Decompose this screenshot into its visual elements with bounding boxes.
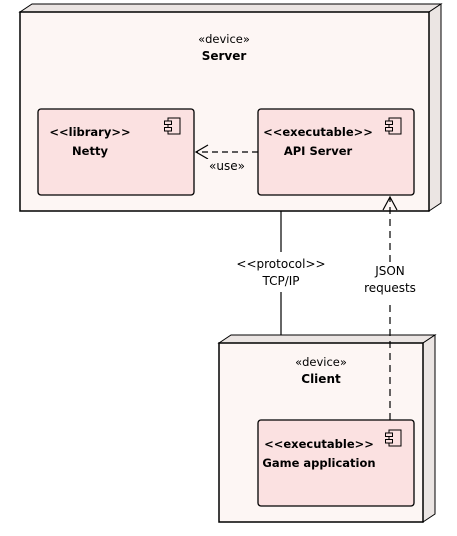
json-requests-arrow xyxy=(382,195,398,420)
api-server-stereotype: <<executable>> xyxy=(263,125,373,139)
game-name: Game application xyxy=(262,456,376,470)
component-icon xyxy=(385,429,402,447)
component-icon xyxy=(164,117,181,135)
json-requests-label-line2: requests xyxy=(360,281,420,296)
server-stereotype: «device» xyxy=(198,32,250,46)
protocol-stereotype: <<protocol>> xyxy=(226,257,336,272)
client-name: Client xyxy=(301,372,341,386)
netty-name: Netty xyxy=(72,144,108,158)
netty-stereotype: <<library>> xyxy=(49,125,131,139)
protocol-name: TCP/IP xyxy=(226,274,336,289)
game-application-component xyxy=(257,419,415,507)
api-server-name: API Server xyxy=(283,144,353,158)
api-server-component xyxy=(257,108,415,196)
game-stereotype: <<executable>> xyxy=(264,437,374,451)
server-name: Server xyxy=(201,49,247,63)
use-dependency-arrow xyxy=(194,144,258,160)
netty-component xyxy=(37,108,195,196)
client-stereotype: «device» xyxy=(295,355,347,369)
use-label: «use» xyxy=(200,159,254,174)
json-requests-label-line1: JSON xyxy=(360,264,420,279)
component-icon xyxy=(385,117,402,135)
